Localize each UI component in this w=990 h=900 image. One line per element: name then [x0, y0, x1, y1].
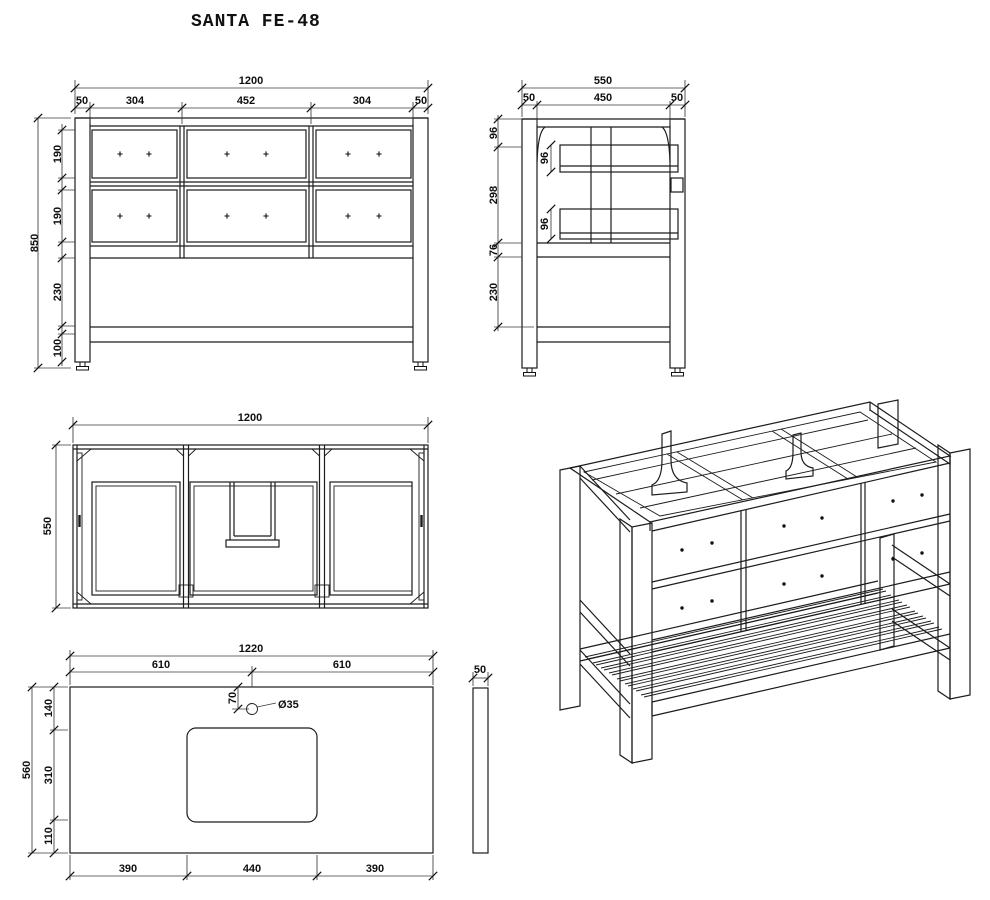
dim-top-total-width: 1220 — [239, 643, 263, 655]
plumbing-notch-right — [785, 432, 814, 480]
side-drawing — [521, 118, 686, 377]
iso-drawer-knobs — [680, 493, 924, 610]
dim-side-total-width: 550 — [594, 75, 612, 87]
isometric-view — [559, 399, 971, 765]
dim-faucet-offset: 70 — [227, 692, 239, 704]
plan-drawing — [72, 444, 429, 609]
sink-cutout — [186, 727, 318, 823]
plan-view: 1200 550 — [42, 412, 433, 613]
countertop-drawing — [69, 686, 489, 854]
dim-top-b0: 390 — [119, 863, 137, 875]
countertop-edge-profile — [472, 687, 489, 854]
dim-side-drawer2-inner: 96 — [539, 218, 551, 230]
dim-front-w3: 304 — [353, 95, 372, 107]
dim-front-h0: 190 — [52, 145, 64, 163]
dim-plan-width: 1200 — [238, 412, 262, 424]
dim-front-h1: 190 — [52, 207, 64, 225]
dim-top-b2: 390 — [366, 863, 384, 875]
dim-top-d2: 110 — [43, 827, 55, 845]
dim-side-h1: 298 — [488, 186, 500, 204]
dim-front-total-width: 1200 — [239, 75, 263, 87]
dim-front-w2: 452 — [237, 95, 255, 107]
front-dimension-labels: 1200 50 304 452 304 50 850 190 190 230 1… — [29, 75, 427, 357]
dim-side-drawer1-inner: 96 — [539, 152, 551, 164]
dim-front-total-height: 850 — [29, 234, 41, 252]
countertop-view: 1220 610 610 70 Ø35 560 140 310 110 390 … — [21, 643, 493, 881]
side-dimension-lines — [493, 80, 690, 332]
dim-side-w0: 50 — [523, 92, 535, 104]
dim-side-w2: 50 — [671, 92, 683, 104]
dim-front-h2: 230 — [52, 283, 64, 301]
iso-front-face — [651, 462, 951, 653]
dim-side-h2: 76 — [488, 244, 500, 256]
dim-front-h3: 100 — [52, 339, 64, 357]
dim-top-half-left: 610 — [152, 659, 170, 671]
iso-drawing — [559, 399, 971, 765]
countertop-dimension-labels: 1220 610 610 70 Ø35 560 140 310 110 390 … — [21, 643, 486, 875]
drawing-title: SANTA FE-48 — [191, 12, 321, 32]
dim-top-half-right: 610 — [333, 659, 351, 671]
dim-front-w4: 50 — [415, 95, 427, 107]
dim-faucet-diameter: Ø35 — [278, 699, 299, 711]
dim-top-total-depth: 560 — [21, 761, 33, 779]
dim-top-thickness: 50 — [474, 664, 486, 676]
dim-front-w0: 50 — [76, 95, 88, 107]
countertop-dimension-lines — [27, 650, 493, 881]
dim-top-d1: 310 — [43, 766, 55, 784]
dim-top-b1: 440 — [243, 863, 261, 875]
iso-interior-lines — [591, 419, 917, 509]
side-dimension-labels: 550 50 450 50 96 298 76 230 96 96 — [488, 75, 683, 301]
dim-side-h3: 230 — [488, 283, 500, 301]
plan-corner-braces — [76, 448, 425, 605]
dim-top-d0: 140 — [43, 699, 55, 717]
front-drawer-knobs — [116, 150, 383, 220]
front-elevation-view: 1200 50 304 452 304 50 850 190 190 230 1… — [29, 75, 433, 373]
dim-side-h0: 96 — [488, 127, 500, 139]
dim-plan-depth: 550 — [42, 517, 54, 535]
plan-dimension-lines — [51, 417, 433, 613]
dim-side-w1: 450 — [594, 92, 612, 104]
front-dimension-lines — [33, 80, 433, 373]
front-drawing — [74, 117, 429, 371]
plan-dimension-labels: 1200 550 — [42, 412, 262, 535]
dim-front-w1: 304 — [126, 95, 145, 107]
plumbing-notch-left — [651, 430, 688, 496]
iso-shelf — [579, 580, 951, 717]
side-section-view: 550 50 450 50 96 298 76 230 96 96 — [488, 75, 690, 377]
